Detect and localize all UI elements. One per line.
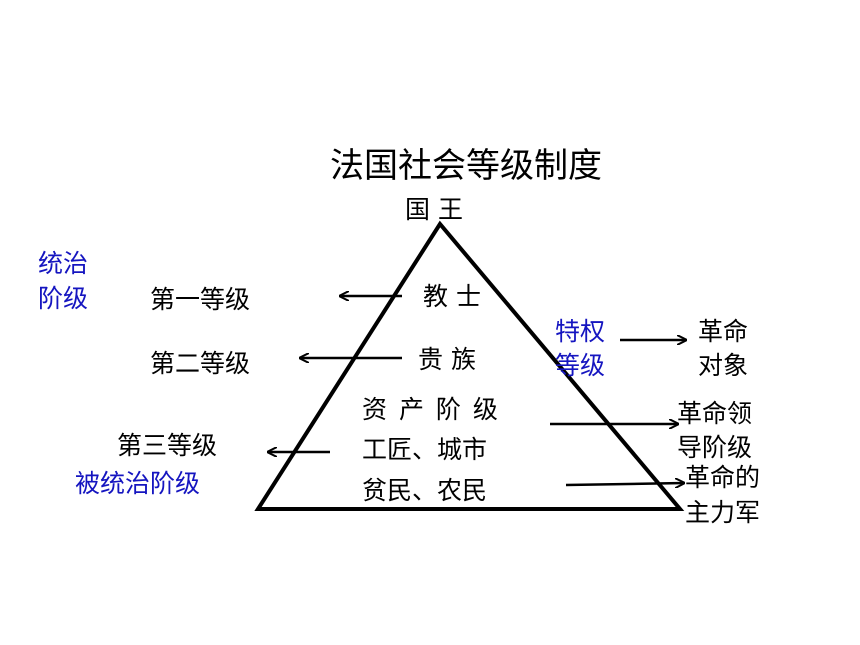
privileged-estate-line1: 特权: [555, 317, 606, 346]
ruling-class-line1: 统治: [38, 249, 89, 278]
third-estate-label: 第三等级: [117, 431, 218, 460]
arrow-commoners-to-mainforce: [565, 483, 684, 485]
revolution-mainforce-line2: 主力军: [685, 498, 761, 527]
privileged-estate-line2: 等级: [555, 351, 606, 380]
layer-bourgeoisie: 资 产 阶 级: [362, 395, 500, 424]
layer-commoners: 贫民、农民: [362, 476, 488, 505]
revolution-leader-line1: 革命领: [677, 399, 753, 428]
revolution-leader-line2: 导阶级: [677, 433, 753, 462]
layer-artisans: 工匠、城市: [362, 435, 488, 464]
ruling-class-line2: 阶级: [38, 284, 89, 313]
pyramid-triangle: [254, 220, 685, 511]
apex-label: 国 王: [405, 195, 463, 224]
second-estate-label: 第二等级: [150, 349, 251, 378]
layer-nobility: 贵 族: [418, 345, 476, 374]
revolution-target-line2: 对象: [698, 351, 749, 380]
revolution-mainforce-line1: 革命的: [685, 463, 761, 492]
revolution-target-line1: 革命: [698, 317, 749, 346]
layer-clergy: 教 士: [423, 282, 481, 311]
first-estate-label: 第一等级: [150, 285, 251, 314]
page-title: 法国社会等级制度: [330, 146, 602, 186]
ruled-class-label: 被统治阶级: [75, 469, 201, 498]
